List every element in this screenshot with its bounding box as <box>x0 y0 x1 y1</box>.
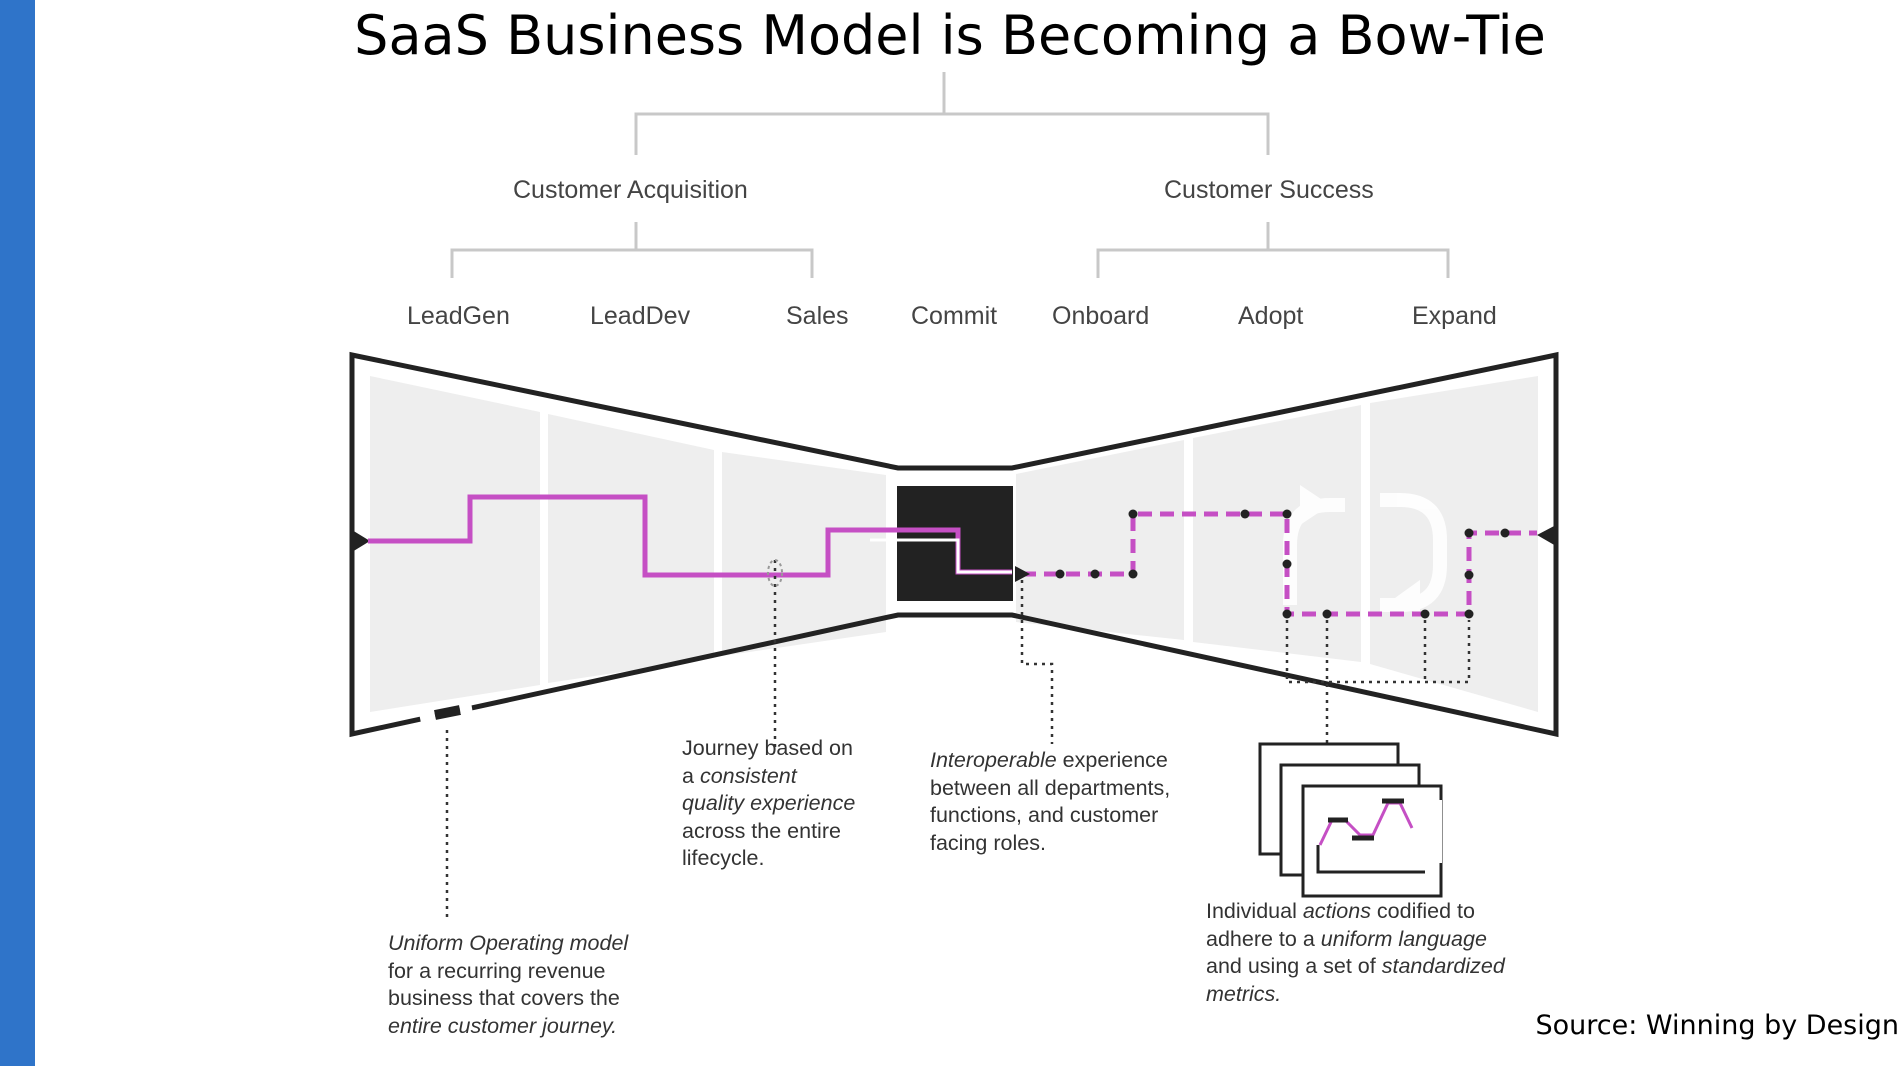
journey-marker <box>767 559 783 587</box>
left-accent-bar <box>0 0 35 1066</box>
note-uniform-operating-model: Uniform Operating model for a recurring … <box>388 931 629 1038</box>
hierarchy-tree <box>450 72 1450 278</box>
stage-adopt: Adopt <box>1238 302 1304 330</box>
bow-tie-outline <box>349 351 1559 738</box>
stage-leaddev: LeadDev <box>590 302 691 330</box>
stage-expand: Expand <box>1412 302 1497 330</box>
stage-onboard: Onboard <box>1052 302 1150 330</box>
note-interoperable-experience: Interoperable experience between all dep… <box>930 748 1171 855</box>
note-consistent-journey: Journey based on a consistent quality ex… <box>682 736 856 870</box>
commit-box <box>897 486 1013 601</box>
stage-commit: Commit <box>911 302 998 330</box>
path-nodes <box>1055 509 1510 619</box>
group-customer-success: Customer Success <box>1164 176 1374 204</box>
stage-leadgen: LeadGen <box>407 302 510 330</box>
edge-marker <box>419 704 473 722</box>
callout-leaders <box>445 560 1471 920</box>
entry-arrow-icon <box>352 530 370 552</box>
group-customer-acquisition: Customer Acquisition <box>513 176 748 204</box>
stage-sales: Sales <box>786 302 849 330</box>
metric-cards-icon <box>1258 742 1443 898</box>
cycle-watermark-icon <box>1283 485 1447 616</box>
source-credit: Source: Winning by Design <box>1535 1010 1900 1041</box>
path-arrow-icon <box>1015 566 1030 582</box>
bow-tie-panels <box>370 376 1538 712</box>
journey-path-inner-line <box>870 538 1012 574</box>
note-codified-actions: Individual actions codified to adhere to… <box>1206 899 1505 1006</box>
slide-title: SaaS Business Model is Becoming a Bow-Ti… <box>354 4 1546 67</box>
exit-arrow-icon <box>1537 525 1556 546</box>
